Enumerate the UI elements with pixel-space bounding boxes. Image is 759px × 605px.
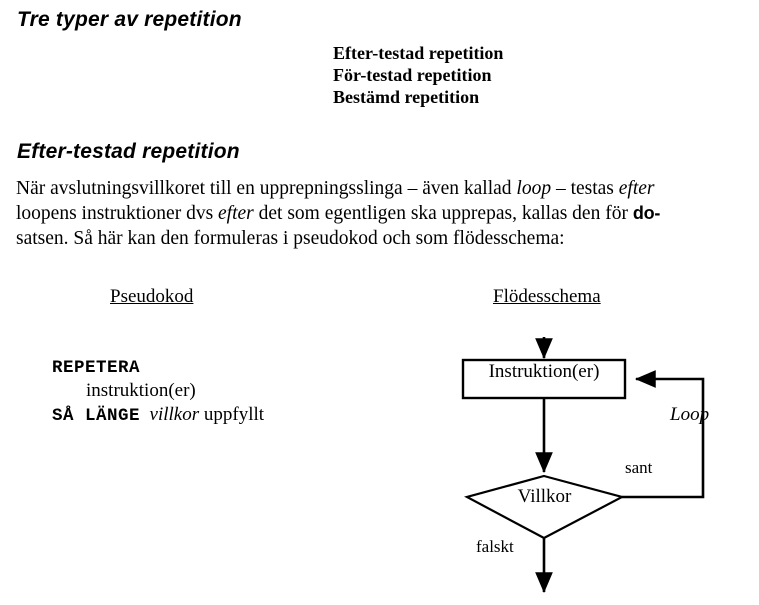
paragraph-text: loopens instruktioner dvs	[16, 203, 219, 224]
repetition-types-list: Efter-testad repetition För-testad repet…	[333, 42, 503, 108]
pseudocode-condition-villkor: villkor	[149, 404, 200, 425]
flowchart-instruction-label: Instruktion(er)	[488, 361, 600, 382]
pseudocode-line-instruktion: instruktion(er)	[52, 379, 264, 403]
pseudocode-line-sa-lange: SÅ LÄNGE villkor uppfyllt	[52, 403, 264, 427]
pseudocode-keyword-sa-lange: SÅ LÄNGE	[52, 406, 141, 426]
flowchart-true-label: sant	[625, 458, 653, 477]
paragraph-text: När avslutningsvillkoret till en upprepn…	[16, 178, 517, 199]
pseudocode-instruction: instruktion(er)	[86, 380, 196, 401]
paragraph-text: – testas	[551, 178, 619, 199]
arrow-loop-back	[622, 370, 705, 499]
body-paragraph: När avslutningsvillkoret till en upprepn…	[16, 176, 751, 251]
paragraph-line-3: satsen. Så här kan den formuleras i pseu…	[16, 228, 565, 249]
pseudocode-line-repetera: REPETERA	[52, 355, 264, 379]
flowchart-loop-label: Loop	[670, 404, 710, 425]
flowchart-svg	[461, 337, 705, 594]
paragraph-code-do: do-	[632, 203, 661, 223]
flowchart-false-label: falskt	[476, 537, 514, 556]
column-title-flodesschema: Flödesschema	[493, 286, 601, 307]
flowchart-diagram: Instruktion(er) Villkor Loop sant falskt	[440, 336, 759, 600]
list-item-bestamd: Bestämd repetition	[333, 87, 480, 107]
paragraph-emphasis-efter: efter	[618, 178, 655, 199]
paragraph-emphasis-efter-2: efter	[218, 203, 254, 224]
pseudocode-keyword-repetera: REPETERA	[52, 358, 141, 378]
paragraph-emphasis-loop: loop	[516, 178, 552, 199]
pseudocode-condition-suffix: uppfyllt	[199, 404, 265, 425]
paragraph-line-1: När avslutningsvillkoret till en upprepn…	[16, 176, 751, 201]
list-item-efter-testad: Efter-testad repetition	[333, 43, 504, 63]
paragraph-line-2: loopens instruktioner dvs efter det som …	[16, 201, 751, 226]
pseudocode-block: REPETERA instruktion(er) SÅ LÄNGE villko…	[52, 355, 264, 427]
page-title: Tre typer av repetition	[17, 8, 242, 31]
flowchart-condition-label: Villkor	[517, 486, 572, 507]
paragraph-text: det som egentligen ska upprepas, kallas …	[253, 203, 633, 224]
section-title-efter-testad: Efter-testad repetition	[17, 140, 240, 163]
list-item-for-testad: För-testad repetition	[333, 65, 492, 85]
column-title-pseudokod: Pseudokod	[110, 286, 194, 307]
